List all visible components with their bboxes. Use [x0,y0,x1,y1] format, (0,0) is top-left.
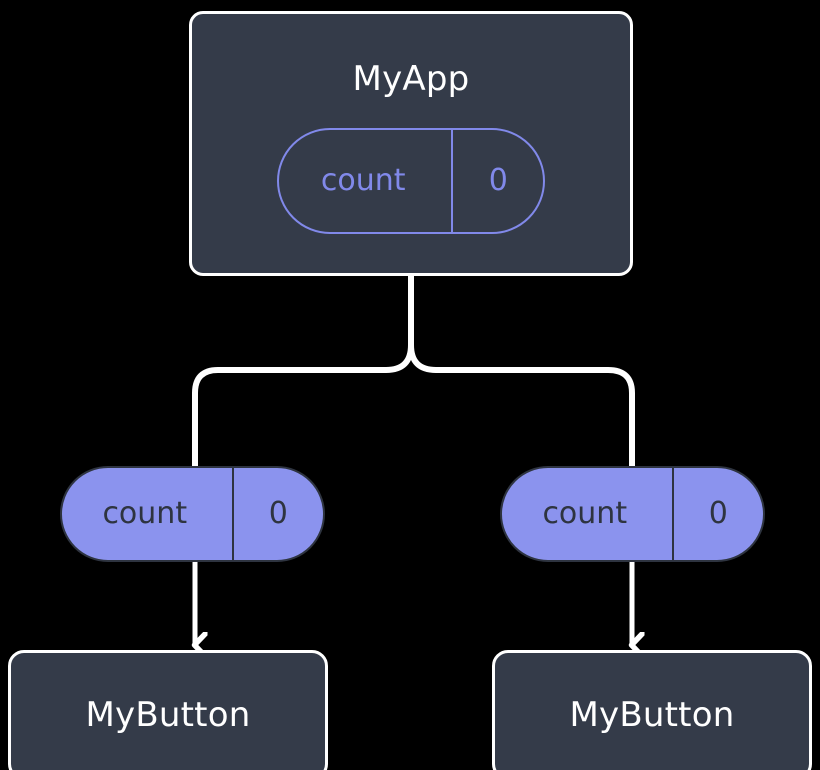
state-key: count [102,496,188,531]
component-title: MyButton [569,695,735,735]
component-title: MyButton [85,695,251,735]
state-key: count [542,496,628,531]
state-pill-child-left[interactable]: count 0 [60,466,325,562]
component-node-mybutton-right[interactable]: MyButton [492,650,812,770]
state-key: count [320,163,406,198]
component-title: MyApp [352,59,470,99]
connector-branch-left [192,342,414,473]
connector-branch-right [408,342,635,473]
state-pill-root[interactable]: count 0 [277,128,545,234]
state-pill-child-right[interactable]: count 0 [500,466,765,562]
state-value: 0 [671,468,763,560]
state-value: 0 [231,468,323,560]
component-node-mybutton-left[interactable]: MyButton [8,650,328,770]
state-value: 0 [451,130,543,232]
